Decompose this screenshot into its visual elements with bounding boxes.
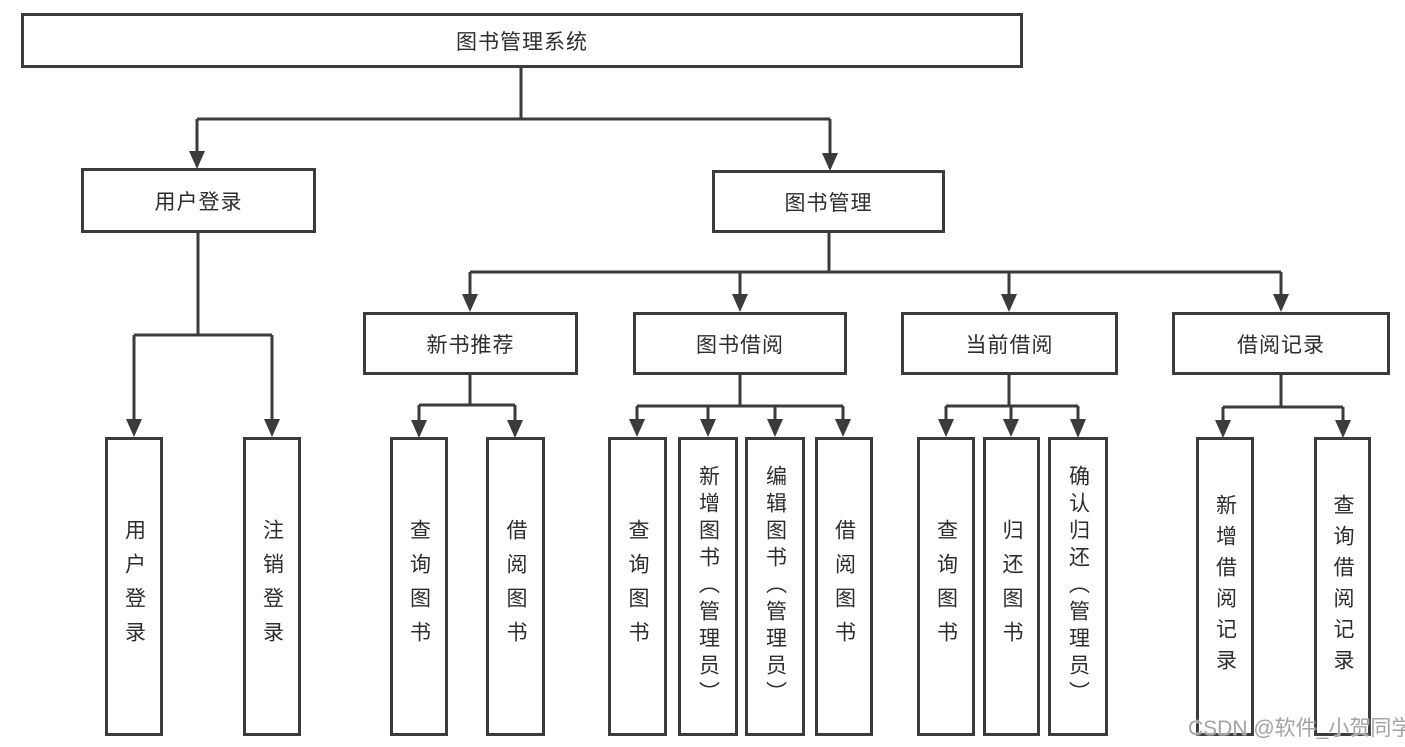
leaf-query-books-current: 查询图书 — [917, 437, 975, 736]
node-borrowing-records-label: 借阅记录 — [1237, 333, 1325, 357]
leaf-borrow-books-borrowing-label: 借阅图书 — [832, 518, 856, 655]
leaf-add-books-admin-label: 新增图书（管理员） — [696, 465, 720, 708]
node-book-management: 图书管理 — [712, 170, 945, 233]
leaf-logout-label: 注销登录 — [260, 518, 284, 655]
leaf-user-login: 用户登录 — [105, 437, 163, 736]
leaf-add-books-admin: 新增图书（管理员） — [678, 437, 738, 736]
node-user-login-label: 用户登录 — [154, 190, 243, 214]
leaf-borrow-books-recommend: 借阅图书 — [486, 437, 545, 736]
node-root-system: 图书管理系统 — [21, 13, 1023, 68]
leaf-query-books-recommend-label: 查询图书 — [407, 518, 431, 655]
leaf-edit-books-admin: 编辑图书（管理员） — [745, 437, 805, 736]
leaf-logout: 注销登录 — [243, 437, 301, 736]
leaf-query-books-borrowing: 查询图书 — [608, 437, 667, 736]
leaf-query-books-borrowing-label: 查询图书 — [626, 518, 649, 655]
leaf-confirm-return-admin-label: 确认归还（管理员） — [1066, 465, 1090, 708]
leaf-query-books-recommend: 查询图书 — [390, 437, 448, 736]
node-new-book-recommend: 新书推荐 — [363, 312, 578, 375]
leaf-add-borrow-record: 新增借阅记录 — [1196, 437, 1254, 736]
leaf-query-borrow-record-label: 查询借阅记录 — [1331, 493, 1354, 680]
leaf-borrow-books-borrowing: 借阅图书 — [815, 437, 873, 736]
node-borrowing-records: 借阅记录 — [1172, 312, 1390, 375]
node-current-borrowing-label: 当前借阅 — [965, 333, 1054, 357]
leaf-add-borrow-record-label: 新增借阅记录 — [1213, 493, 1237, 680]
node-new-book-recommend-label: 新书推荐 — [426, 333, 515, 357]
leaf-user-login-label: 用户登录 — [122, 518, 146, 655]
node-book-borrowing: 图书借阅 — [633, 312, 847, 375]
leaf-return-books-label: 归还图书 — [1000, 518, 1023, 655]
leaf-query-books-current-label: 查询图书 — [934, 518, 958, 655]
leaf-query-borrow-record: 查询借阅记录 — [1314, 437, 1371, 736]
node-book-borrowing-label: 图书借阅 — [696, 333, 784, 357]
node-book-management-label: 图书管理 — [784, 191, 873, 215]
node-user-login: 用户登录 — [81, 168, 316, 233]
leaf-edit-books-admin-label: 编辑图书（管理员） — [763, 465, 787, 708]
leaf-return-books: 归还图书 — [983, 437, 1040, 736]
leaf-confirm-return-admin: 确认归还（管理员） — [1048, 437, 1108, 736]
node-current-borrowing: 当前借阅 — [901, 312, 1118, 375]
leaf-borrow-books-recommend-label: 借阅图书 — [504, 518, 527, 655]
node-root-label: 图书管理系统 — [456, 30, 588, 54]
csdn-watermark: CSDN @软件_小贺同学 — [1188, 717, 1405, 740]
